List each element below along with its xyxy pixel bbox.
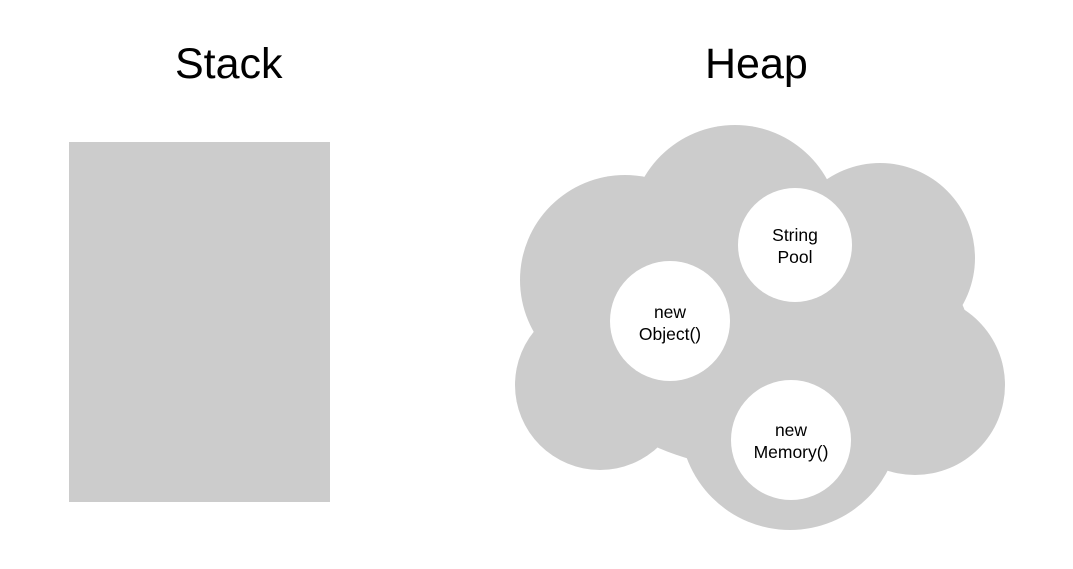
new-memory-label-line1: new <box>775 420 807 440</box>
string-pool-label-line2: Pool <box>777 247 812 267</box>
new-object-label-line2: Object() <box>639 324 701 344</box>
new-object-label-line1: new <box>654 302 686 322</box>
new-memory-label-line2: Memory() <box>754 442 829 462</box>
heap-title: Heap <box>705 40 808 88</box>
stack-title: Stack <box>175 40 283 88</box>
string-pool-label-line1: String <box>772 225 818 245</box>
stack-region <box>69 142 330 502</box>
new-object-region: new Object() <box>610 261 730 381</box>
string-pool-region: String Pool <box>738 188 852 302</box>
new-memory-region: new Memory() <box>731 380 851 500</box>
